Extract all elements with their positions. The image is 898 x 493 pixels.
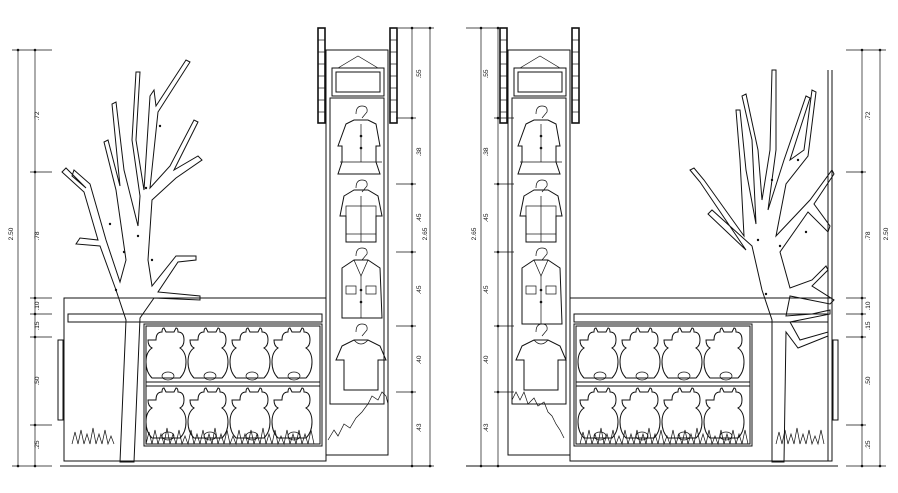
toy-figure [661, 387, 703, 441]
right-elevation: .55 .38 2.65 .45 .45 .40 .43 [466, 26, 890, 468]
right-elevation-right-dimension-chain: .72 .78 2.50 .10 .15 .50 .25 [846, 48, 890, 468]
toy-figure [145, 327, 187, 381]
dim-label: .10 [34, 301, 41, 310]
dim-label: .38 [483, 147, 490, 156]
dim-label: .10 [865, 301, 872, 310]
hanging-panel [317, 27, 398, 456]
toy-figure [145, 387, 187, 441]
dim-label: .78 [865, 231, 872, 240]
dim-label: .43 [416, 423, 423, 432]
toy-figure [229, 327, 271, 381]
hanging-panel [499, 27, 580, 456]
toy-figure [661, 327, 703, 381]
dim-label: 2.65 [422, 227, 429, 240]
decorative-tree [689, 69, 835, 463]
dim-label: .45 [416, 213, 423, 222]
dim-label: .45 [483, 285, 490, 294]
toy-figure [577, 387, 619, 441]
dim-label: 2.50 [8, 227, 15, 240]
toy-figure [703, 327, 745, 381]
dim-label: .45 [483, 213, 490, 222]
dim-label: .78 [34, 231, 41, 240]
dim-label: .15 [34, 321, 41, 330]
dim-label: .72 [865, 111, 872, 120]
decorative-tree [61, 59, 203, 463]
left-elevation-right-dimension-chain: .55 .38 .45 2.65 .45 .40 .43 [396, 26, 434, 468]
dim-label: 2.50 [883, 227, 890, 240]
toy-figure [271, 327, 313, 381]
toy-figure [577, 327, 619, 381]
display-cabinet [569, 70, 839, 462]
toy-figure [619, 387, 661, 441]
dim-label: .55 [416, 69, 423, 78]
dim-label: .50 [865, 376, 872, 385]
right-elevation-left-dimension-chain: .55 .38 2.65 .45 .45 .40 .43 [466, 26, 514, 468]
dim-label: .45 [416, 285, 423, 294]
dim-label: .55 [483, 69, 490, 78]
grass [511, 391, 825, 446]
toy-figure [229, 387, 271, 441]
toy-figure [703, 387, 745, 441]
left-elevation-left-dimension-chain: .72 2.50 .78 .10 .15 .50 .25 [8, 48, 52, 468]
dim-label: .43 [483, 423, 490, 432]
toy-figure [619, 327, 661, 381]
dim-label: .40 [483, 355, 490, 364]
dim-label: .15 [865, 321, 872, 330]
toy-figures [577, 327, 745, 441]
toy-figure [187, 387, 229, 441]
dim-label: .25 [34, 440, 41, 449]
dim-label: .72 [34, 111, 41, 120]
dim-label: 2.65 [471, 227, 478, 240]
toy-figure [187, 327, 229, 381]
dim-label: .38 [416, 147, 423, 156]
hanging-garments [515, 105, 567, 391]
dim-label: .40 [416, 355, 423, 364]
dim-label: .50 [34, 376, 41, 385]
display-cabinet [57, 297, 327, 462]
toy-figure [271, 387, 313, 441]
toy-figures [145, 327, 313, 441]
left-elevation: .72 2.50 .78 .10 .15 .50 .25 [8, 26, 434, 468]
dim-label: .25 [865, 440, 872, 449]
hanging-garments [335, 105, 387, 391]
